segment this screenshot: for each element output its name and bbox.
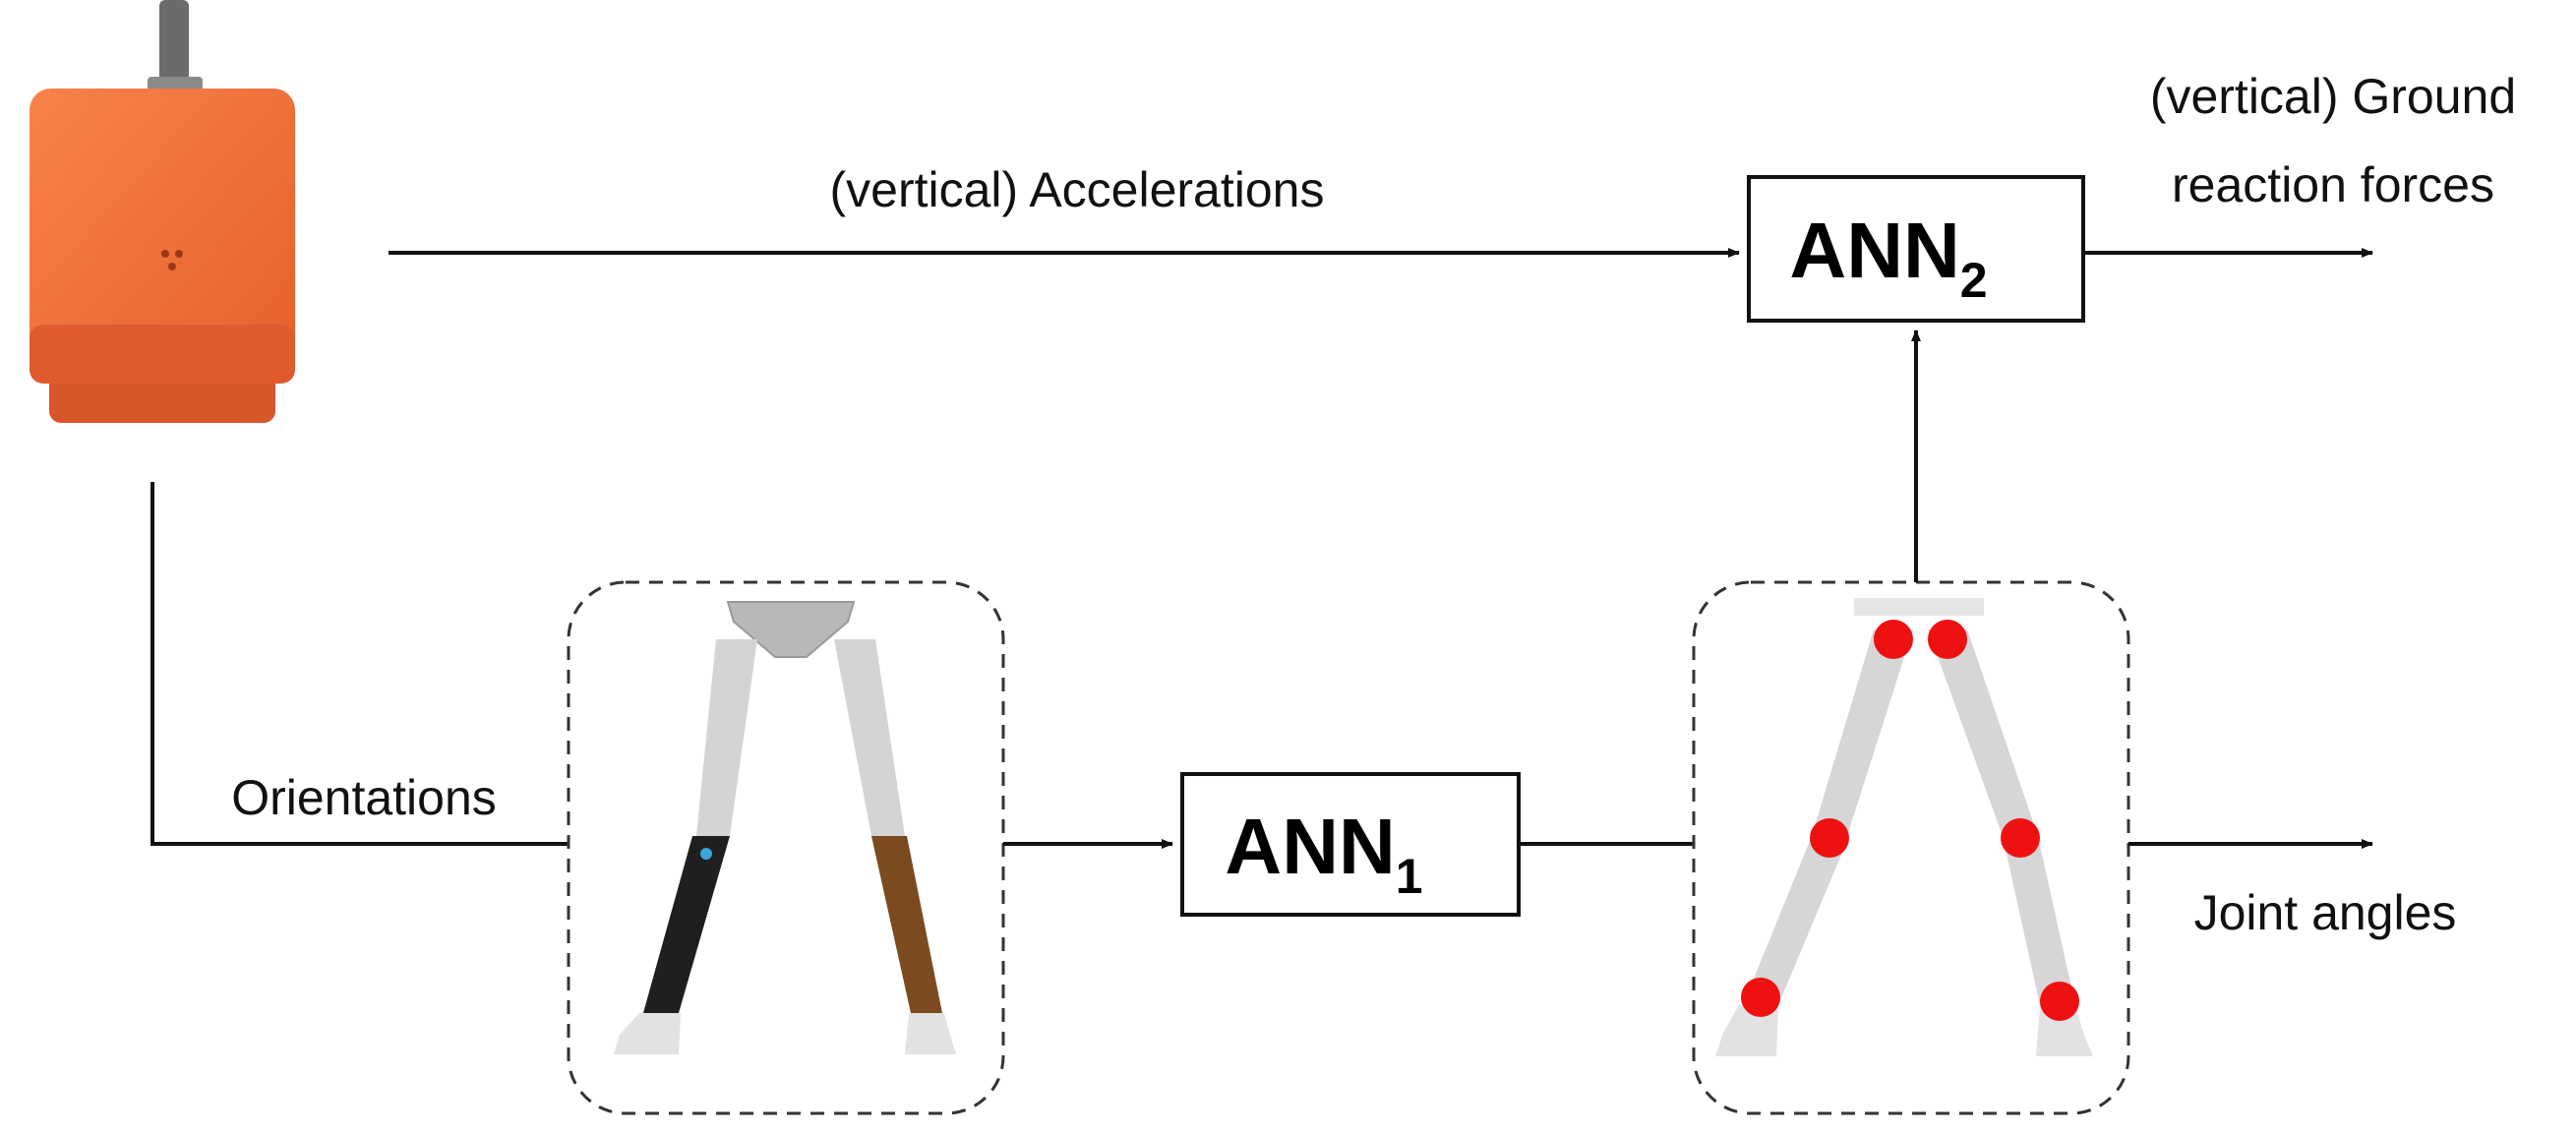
joint-marker-right-knee [2001,818,2040,858]
grf-label-line2: reaction forces [2172,157,2494,212]
orientations-label: Orientations [231,770,497,825]
leg-model-icon [614,601,956,1054]
leg-model-panel [567,580,1005,1115]
svg-text:ANN2: ANN2 [1789,207,1987,308]
imu-sensor-icon [30,0,295,423]
grf-label-line1: (vertical) Ground [2150,69,2516,124]
joint-marker-right-ankle [2040,982,2079,1021]
joint-angles-label: Joint angles [2194,885,2457,940]
joint-marker-left-knee [1810,818,1849,858]
svg-text:ANN1: ANN1 [1225,803,1422,904]
joint-skeleton-panel [1692,580,2130,1115]
ann1-subscript: 1 [1396,849,1423,904]
joint-marker-left-ankle [1741,978,1780,1017]
ann1-label: ANN [1225,803,1395,890]
joint-marker-right-hip [1928,620,1967,659]
ann1-box: ANN1 [1180,772,1521,917]
accelerations-label: (vertical) Accelerations [830,162,1325,217]
orientations-path [150,482,569,846]
joint-marker-left-hip [1874,620,1913,659]
ann2-subscript: 2 [1960,253,1988,308]
joint-skeleton-icon [1715,598,2093,1056]
ann2-label: ANN [1789,207,1959,294]
ann2-box: ANN2 [1747,175,2085,323]
